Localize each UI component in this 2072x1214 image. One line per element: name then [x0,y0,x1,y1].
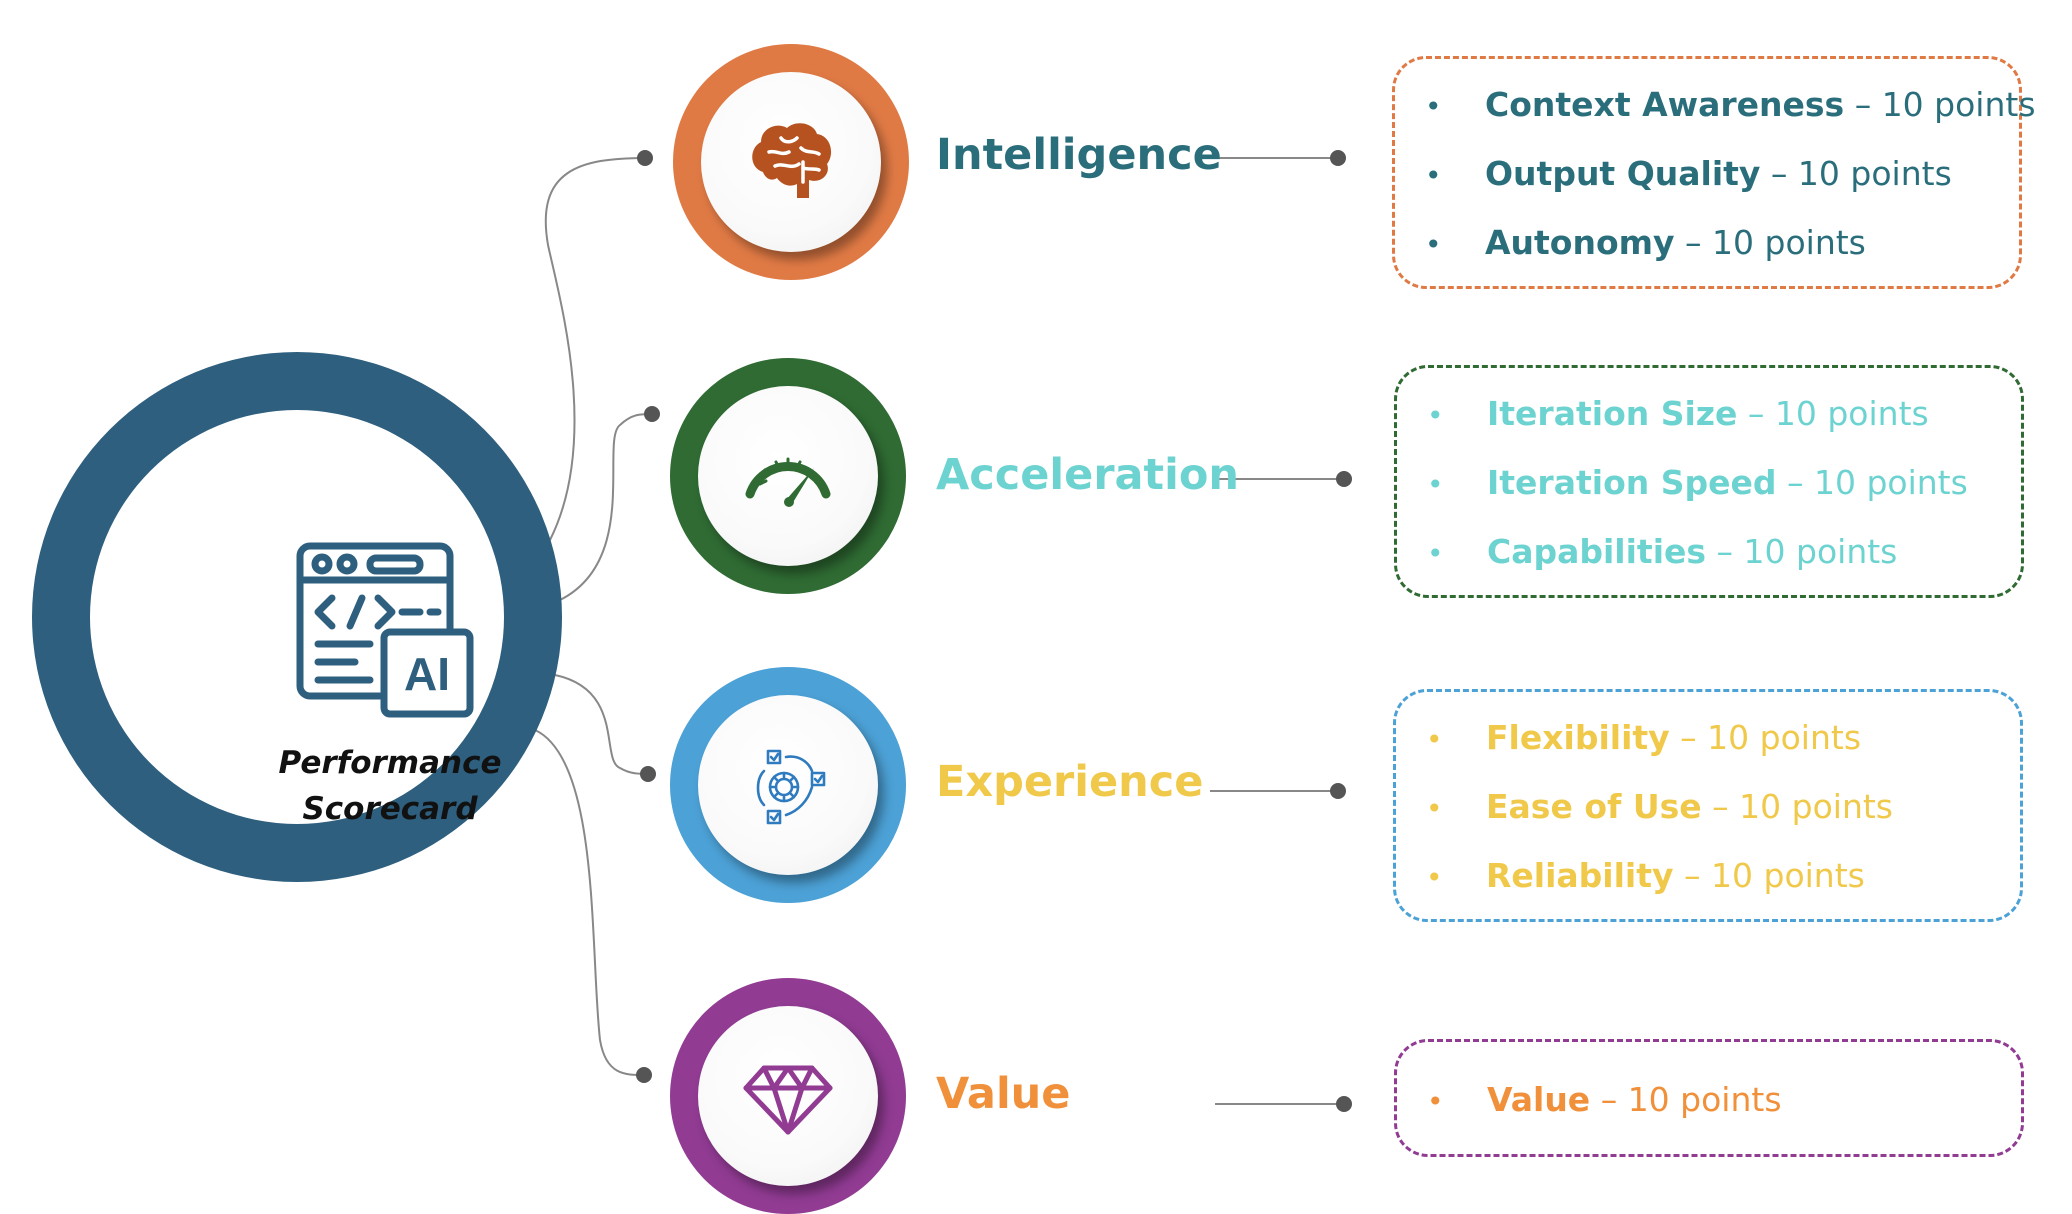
node-dot-intelligence [637,150,653,166]
ring-disc-value [698,1006,878,1186]
list-item: •Flexibility – 10 points [1426,718,1861,760]
list-item: •Capabilities – 10 points [1427,532,1897,574]
bullet: • [1427,1085,1444,1118]
hub-connector-intelligence [544,157,646,541]
hub-title: Performance Scorecard [240,740,540,832]
list-item: •Autonomy – 10 points [1425,223,1866,265]
category-label-experience: Experience [936,757,1204,807]
bullet: • [1426,792,1443,825]
ring-acceleration [670,358,906,594]
criteria-box-value: •Value – 10 points [1394,1039,2024,1157]
brain-icon [752,123,832,198]
node-dot-value [636,1067,652,1083]
category-label-intelligence: Intelligence [936,130,1222,180]
hub-title-line2: Scorecard [302,791,478,827]
node-dot-acceleration [644,406,660,422]
ai-icon-text: AI [404,648,450,700]
category-label-acceleration: Acceleration [936,450,1239,500]
criteria-box-experience: •Flexibility – 10 points •Ease of Use – … [1393,689,2023,922]
ring-experience [670,667,906,903]
list-item: •Iteration Speed – 10 points [1427,463,1968,505]
ring-disc-experience [698,695,878,875]
workflow-gear-icon [756,749,826,825]
list-item: •Iteration Size – 10 points [1427,394,1929,436]
list-item: •Context Awareness – 10 points [1425,85,2036,127]
box-dot-experience [1330,783,1346,799]
speedometer-icon [745,457,831,507]
bullet: • [1427,399,1444,432]
hub-connector-value [534,729,645,1076]
box-dot-value [1336,1096,1352,1112]
bullet: • [1425,159,1442,192]
category-label-value: Value [936,1069,1071,1119]
ring-disc-acceleration [698,386,878,566]
bullet: • [1425,90,1442,123]
criteria-box-acceleration: •Iteration Size – 10 points •Iteration S… [1394,365,2024,598]
ai-code-window-icon: AI [296,542,474,718]
bullet: • [1426,861,1443,894]
hub-inner-circle: AI Performance Scorecard [90,410,504,827]
ring-intelligence [673,44,909,280]
list-item: •Ease of Use – 10 points [1426,787,1893,829]
list-item: •Value – 10 points [1427,1080,1782,1122]
diamond-icon [743,1065,833,1135]
ring-value [670,978,906,1214]
node-dot-experience [640,766,656,782]
list-item: •Reliability – 10 points [1426,856,1865,898]
ring-disc-intelligence [701,72,881,252]
hub-connector-acceleration [559,413,653,601]
box-dot-intelligence [1330,150,1346,166]
hub-connector-experience [554,674,649,775]
hub-title-line1: Performance [278,745,502,781]
bullet: • [1426,723,1443,756]
criteria-box-intelligence: •Context Awareness – 10 points •Output Q… [1392,56,2036,289]
bullet: • [1425,228,1442,261]
box-dot-acceleration [1336,471,1352,487]
performance-scorecard-hub: AI Performance Scorecard [32,352,562,882]
bullet: • [1427,537,1444,570]
bullet: • [1427,468,1444,501]
list-item: •Output Quality – 10 points [1425,154,1952,196]
